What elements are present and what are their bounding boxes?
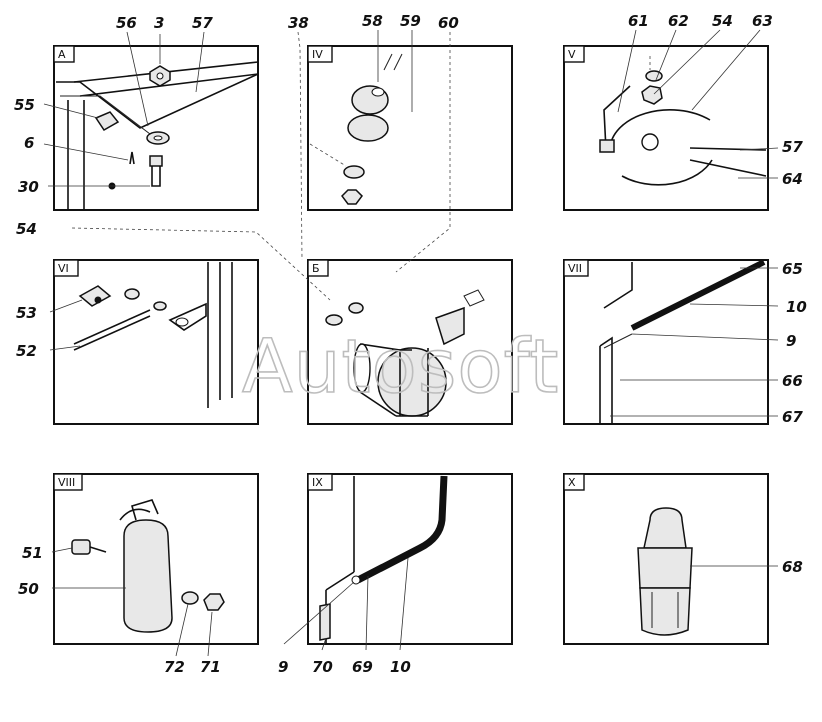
- callout-66: 66: [782, 372, 803, 390]
- bracket-70: [319, 603, 331, 641]
- panel-v-tag: V: [568, 48, 576, 61]
- panel-viii-tag: VIII: [58, 476, 75, 489]
- callout-67: 67: [782, 408, 803, 426]
- callout-30: 30: [18, 178, 39, 196]
- extinguisher-50: [123, 519, 173, 633]
- panel-vi: VI 53 52: [16, 259, 259, 425]
- panel-a-tag: А: [58, 48, 66, 61]
- callout-55: 55: [14, 96, 35, 114]
- bolt-30-head: [149, 155, 163, 167]
- callout-72: 72: [164, 658, 185, 676]
- panel-vii: VII 65 10 9 66 67: [563, 259, 807, 426]
- callout-60: 60: [438, 14, 459, 32]
- washer-62: [645, 70, 663, 82]
- clip-53: [78, 285, 112, 307]
- cylinder-body: [359, 343, 401, 417]
- pipe-10: [630, 259, 766, 331]
- mount-bracket: [168, 302, 207, 331]
- callout-52: 52: [16, 342, 37, 360]
- cap-68-body: [637, 547, 693, 589]
- callout-9-vii: 9: [786, 332, 796, 350]
- callout-70: 70: [312, 658, 333, 676]
- callout-54: 54: [712, 12, 733, 30]
- washer: [343, 165, 365, 179]
- callout-58: 58: [362, 12, 383, 30]
- panel-vi-tag: VI: [58, 262, 69, 275]
- callout-56: 56: [116, 14, 137, 32]
- nut-54: [641, 85, 663, 105]
- washer-72: [181, 591, 199, 605]
- outer-callouts: 38 60 54: [16, 14, 459, 301]
- strap-52: [73, 309, 151, 351]
- panel-x-tag: X: [568, 476, 576, 489]
- callout-10-ix: 10: [390, 658, 411, 676]
- housing-arc: [609, 109, 711, 151]
- cap-68-top: [643, 507, 687, 549]
- panel-flange: [56, 73, 259, 129]
- cylinder-bracket: [435, 306, 465, 346]
- callout-61: 61: [628, 12, 649, 30]
- callout-59: 59: [400, 12, 421, 30]
- callout-69: 69: [352, 658, 373, 676]
- callout-9-ix: 9: [278, 658, 288, 676]
- panel-iv-tag: IV: [312, 48, 323, 61]
- bracket: [603, 85, 631, 151]
- panel-v: V 61 62 54 63 57 64: [563, 12, 803, 211]
- callout-38: 38: [288, 14, 309, 32]
- callout-64: 64: [782, 170, 803, 188]
- nut: [341, 189, 363, 205]
- callout-3: 3: [154, 14, 164, 32]
- panel-x: X 68: [563, 473, 803, 645]
- callout-63: 63: [752, 12, 773, 30]
- callout-65: 65: [782, 260, 803, 278]
- panel-a: А 56 3 57 55 6 30: [14, 14, 259, 211]
- bolt-30-shank: [151, 166, 161, 187]
- callout-57-v: 57: [782, 138, 803, 156]
- panel-viii: VIII 51 50 72 71: [18, 473, 259, 676]
- panel-b-tag: Б: [312, 262, 320, 275]
- panel-iv: IV 58 59: [307, 12, 513, 211]
- nut-71: [203, 593, 225, 611]
- panel-vii-tag: VII: [568, 262, 582, 275]
- pipe-10-ix: [356, 475, 448, 584]
- callout-51: 51: [22, 544, 43, 562]
- panel-ix-tag: IX: [312, 476, 323, 489]
- cushion-59: [347, 114, 389, 142]
- bolt-51: [71, 539, 91, 555]
- callout-54-outer: 54: [16, 220, 37, 238]
- panel-b: Б: [307, 259, 513, 425]
- callout-71: 71: [200, 658, 221, 676]
- callout-62: 62: [668, 12, 689, 30]
- callout-53: 53: [16, 304, 37, 322]
- callout-57: 57: [192, 14, 213, 32]
- callout-50: 50: [18, 580, 39, 598]
- watermark: Autosoft: [242, 324, 559, 410]
- callout-6: 6: [24, 134, 34, 152]
- screw-6: [129, 151, 135, 165]
- callout-68: 68: [782, 558, 803, 576]
- panel-ix: IX 9 70 69 10: [278, 473, 513, 676]
- callout-10-vii: 10: [786, 298, 807, 316]
- wing-nut: [94, 111, 120, 131]
